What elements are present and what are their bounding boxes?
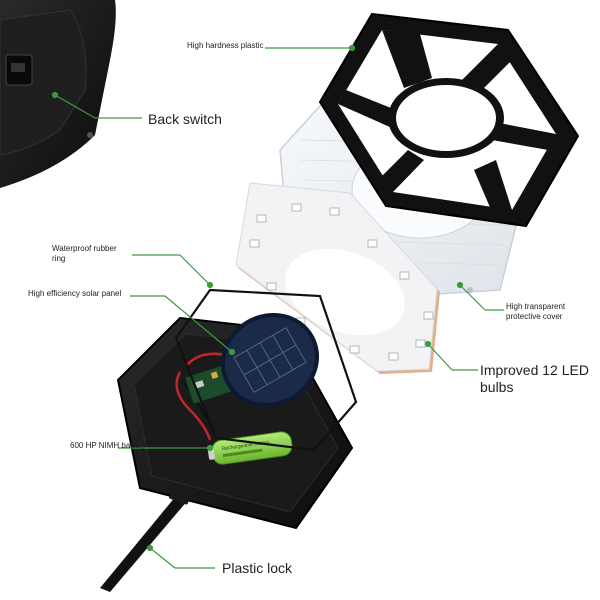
leader-lines	[51, 44, 504, 569]
label-led-bulbs: Improved 12 LED bulbs	[480, 362, 589, 395]
solar-panel	[220, 312, 320, 408]
led-bulbs	[249, 203, 434, 361]
led-board	[235, 182, 440, 374]
label-plastic-lock: Plastic lock	[222, 560, 293, 576]
label-high-hardness-plastic: High hardness plastic	[187, 41, 264, 50]
label-back-switch: Back switch	[148, 111, 222, 127]
label-battery: 600 HP NIMH battery	[70, 441, 146, 450]
hexagon-frame	[318, 12, 580, 228]
label-transparent-cover: High transparent protective cover	[506, 302, 566, 321]
plastic-lock	[100, 487, 191, 592]
label-solar-panel: High efficiency solar panel	[28, 289, 122, 298]
label-waterproof-rubber-ring: Waterproof rubber ring	[52, 244, 117, 263]
rubber-ring	[174, 288, 358, 452]
